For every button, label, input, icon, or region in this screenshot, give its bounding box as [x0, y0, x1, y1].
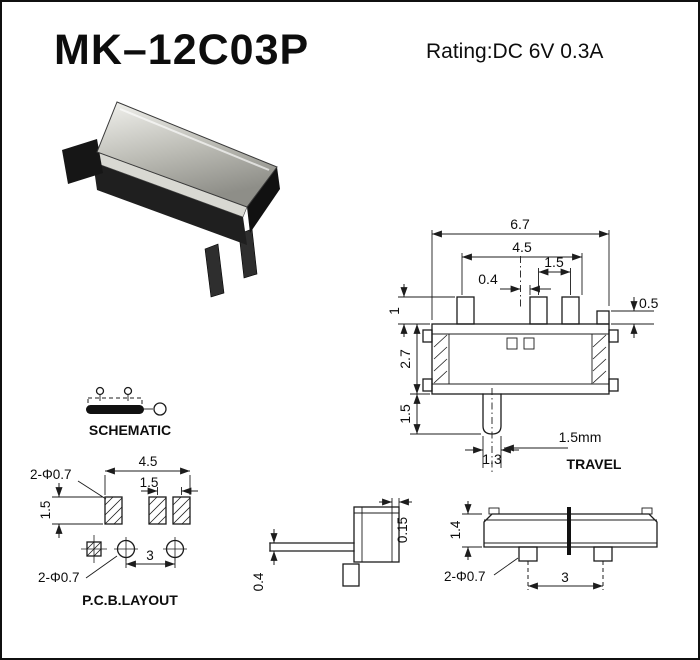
dim-6-7: 6.7 — [510, 216, 530, 232]
pcb-layout-label: P.C.B.LAYOUT — [82, 592, 178, 608]
switch-cover — [96, 101, 278, 208]
top-view-dimension-lines — [462, 501, 603, 590]
schematic-label: SCHEMATIC — [89, 422, 171, 438]
travel-label: TRAVEL — [567, 456, 622, 472]
front-view-dimension-lines — [398, 230, 654, 468]
dim-0-4: 0.4 — [478, 271, 498, 287]
front-view-outline — [422, 256, 619, 472]
switch-pins — [204, 228, 258, 298]
dim-2-7: 2.7 — [397, 349, 413, 369]
pcb-hole-note-bottom: 2-Φ0.7 — [38, 570, 80, 585]
dim-1-3: 1.3 — [482, 451, 502, 467]
top-dim-1-4: 1.4 — [448, 520, 463, 539]
schematic-symbol — [86, 386, 167, 416]
pcb-dim-1-5-pitch: 1.5 — [140, 475, 159, 490]
dim-1-5-stem: 1.5 — [397, 404, 413, 424]
pcb-hole-note-top: 2-Φ0.7 — [30, 467, 72, 482]
pcb-layout-drawing: 2-Φ0.7 4.5 1.5 1.5 3 2-Φ0.7 P.C.B.LAYOUT — [30, 454, 198, 608]
switch-knob — [62, 139, 103, 184]
page-title: MK–12C03P — [54, 26, 310, 74]
rating-text: Rating:DC 6V 0.3A — [426, 40, 604, 63]
side-view-dimension-lines — [270, 498, 412, 565]
top-view-knob — [567, 507, 571, 555]
dim-1-5-pitch: 1.5 — [544, 254, 564, 270]
dim-4-5: 4.5 — [512, 239, 532, 255]
schematic-contact-bar — [86, 405, 144, 414]
travel-value: 1.5mm — [559, 429, 602, 445]
side-view-drawing: 0.15 0.4 — [251, 498, 412, 591]
top-view-drawing: 1.4 2-Φ0.7 3 — [444, 501, 658, 590]
side-dim-0-4: 0.4 — [251, 572, 266, 591]
pcb-dim-1-5-height: 1.5 — [38, 501, 53, 520]
front-view-drawing: 6.7 4.5 1.5 0.4 0.5 1 2.7 1.5 1.3 1.5mm … — [386, 216, 659, 472]
schematic-drawing: SCHEMATIC — [86, 386, 171, 438]
pcb-dim-3: 3 — [146, 548, 154, 563]
top-hole-note: 2-Φ0.7 — [444, 569, 486, 584]
pcb-dim-4-5: 4.5 — [139, 454, 158, 469]
side-dim-0-15: 0.15 — [395, 517, 410, 543]
pcb-pads — [81, 496, 191, 563]
top-view-outline — [483, 507, 658, 590]
top-dim-3: 3 — [561, 570, 569, 585]
dim-0-5: 0.5 — [639, 295, 659, 311]
product-photo — [62, 101, 280, 298]
pcb-dimension-lines — [52, 467, 198, 579]
dim-1: 1 — [386, 307, 402, 315]
switch-body — [92, 151, 280, 245]
side-view-outline — [269, 506, 400, 587]
